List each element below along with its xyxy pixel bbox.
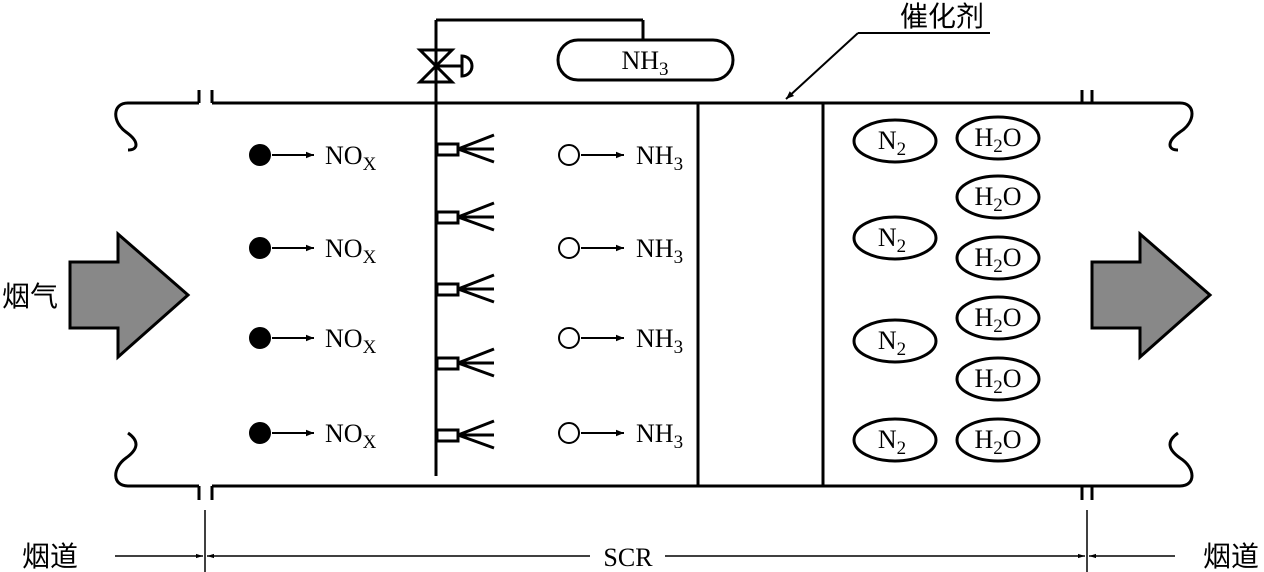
nox-group: NOX NOX NOX NOX	[249, 141, 377, 453]
n2-label: N2	[878, 126, 906, 160]
valve-icon	[416, 48, 474, 84]
h2o-molecule: H2O	[955, 174, 1041, 220]
nox-dot	[249, 237, 271, 259]
nox-particle: NOX	[249, 419, 377, 453]
nox-dot	[249, 422, 271, 444]
nox-particle: NOX	[249, 324, 377, 358]
h2o-molecule: H2O	[955, 115, 1041, 161]
h2o-molecule: H2O	[955, 356, 1041, 402]
h2o-label: H2O	[974, 243, 1021, 277]
h2o-molecule: H2O	[955, 235, 1041, 281]
h2o-label: H2O	[974, 364, 1021, 398]
nox-particle: NOX	[249, 234, 377, 268]
nh3-particle: NH3	[558, 141, 683, 175]
h2o-label: H2O	[974, 303, 1021, 337]
h2o-label: H2O	[974, 425, 1021, 459]
n2-label: N2	[878, 425, 906, 459]
n2-molecule: N2	[852, 417, 938, 463]
nozzle-icon	[435, 419, 495, 450]
nox-label: NOX	[325, 419, 377, 453]
nozzle-icon	[435, 273, 495, 304]
nh3-label: NH3	[636, 419, 683, 453]
nozzle-icon	[435, 201, 495, 232]
nox-label: NOX	[325, 234, 377, 268]
nh3-label: NH3	[636, 234, 683, 268]
nozzle-icon	[435, 347, 495, 378]
nox-dot	[249, 144, 271, 166]
duct-right-label: 烟道	[1203, 540, 1259, 572]
inlet-arrow	[68, 230, 191, 361]
nh3-label: NH3	[636, 324, 683, 358]
n2-molecule: N2	[852, 118, 938, 164]
n2-molecule: N2	[852, 318, 938, 364]
h2o-molecule: H2O	[955, 295, 1041, 341]
n2-label: N2	[878, 326, 906, 360]
nh3-particle: NH3	[558, 324, 683, 358]
duct-walls	[114, 90, 1194, 500]
tank-label: NH3	[621, 46, 668, 80]
nh3-particle: NH3	[558, 419, 683, 453]
ammonia-piping	[434, 18, 645, 476]
nox-particle: NOX	[249, 141, 377, 175]
h2o-label: H2O	[974, 182, 1021, 216]
nozzle-icon	[435, 133, 495, 164]
duct-left-label: 烟道	[22, 540, 78, 572]
outlet-arrow	[1090, 230, 1213, 361]
dimension-lines	[115, 510, 1175, 572]
scr-label: SCR	[603, 543, 653, 572]
nh3-dot	[558, 422, 580, 444]
catalyst-label: 催化剂	[900, 0, 984, 33]
h2o-label: H2O	[974, 123, 1021, 157]
nh3-dot	[558, 144, 580, 166]
nh3-dot	[558, 327, 580, 349]
nox-label: NOX	[325, 141, 377, 175]
nozzle-group	[435, 133, 495, 450]
n2-label: N2	[878, 223, 906, 257]
n2-molecule: N2	[852, 215, 938, 261]
nh3-particle: NH3	[558, 234, 683, 268]
nox-label: NOX	[325, 324, 377, 358]
h2o-molecule: H2O	[955, 417, 1041, 463]
nox-dot	[249, 327, 271, 349]
catalyst-leader	[785, 32, 990, 100]
flue-gas-label: 烟气	[2, 280, 58, 313]
ammonia-tank: NH3	[556, 38, 735, 82]
nh3-dot	[558, 237, 580, 259]
nh3-label: NH3	[636, 141, 683, 175]
